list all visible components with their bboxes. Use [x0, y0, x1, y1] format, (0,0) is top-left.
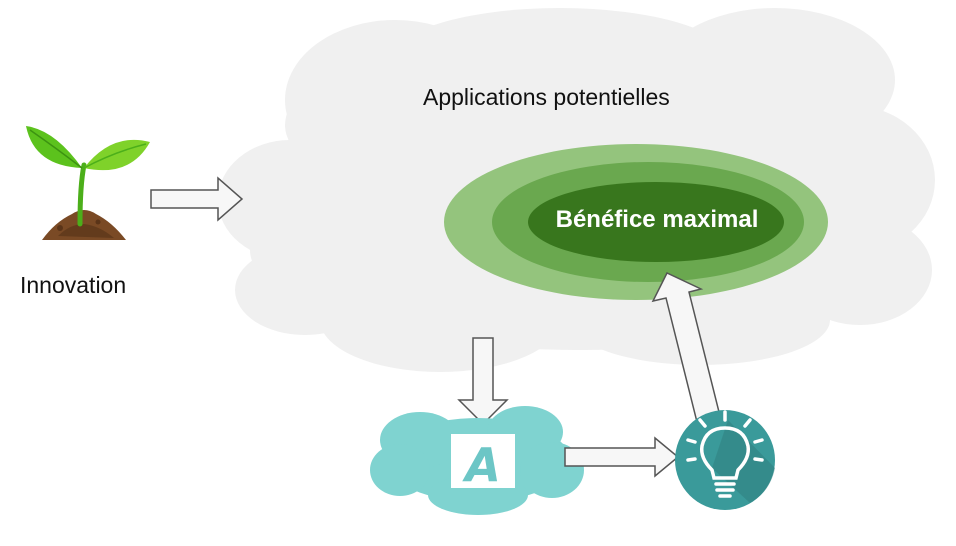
arrow-cloud-to-application	[457, 337, 509, 426]
sprout-icon	[26, 126, 150, 240]
arrow-innovation-to-cloud	[150, 176, 244, 222]
cloud-title: Applications potentielles	[423, 84, 670, 110]
arrow-idea-to-benefit	[651, 272, 722, 428]
innovation-label: Innovation	[20, 272, 127, 298]
lightbulb-icon	[675, 410, 775, 510]
benefit-label: Bénéfice maximal	[555, 206, 759, 233]
arrow-application-to-idea	[564, 436, 680, 478]
benefit-ellipse-inner	[528, 182, 784, 262]
application-letter: A	[462, 438, 501, 492]
letter-a-icon: A	[451, 434, 515, 492]
